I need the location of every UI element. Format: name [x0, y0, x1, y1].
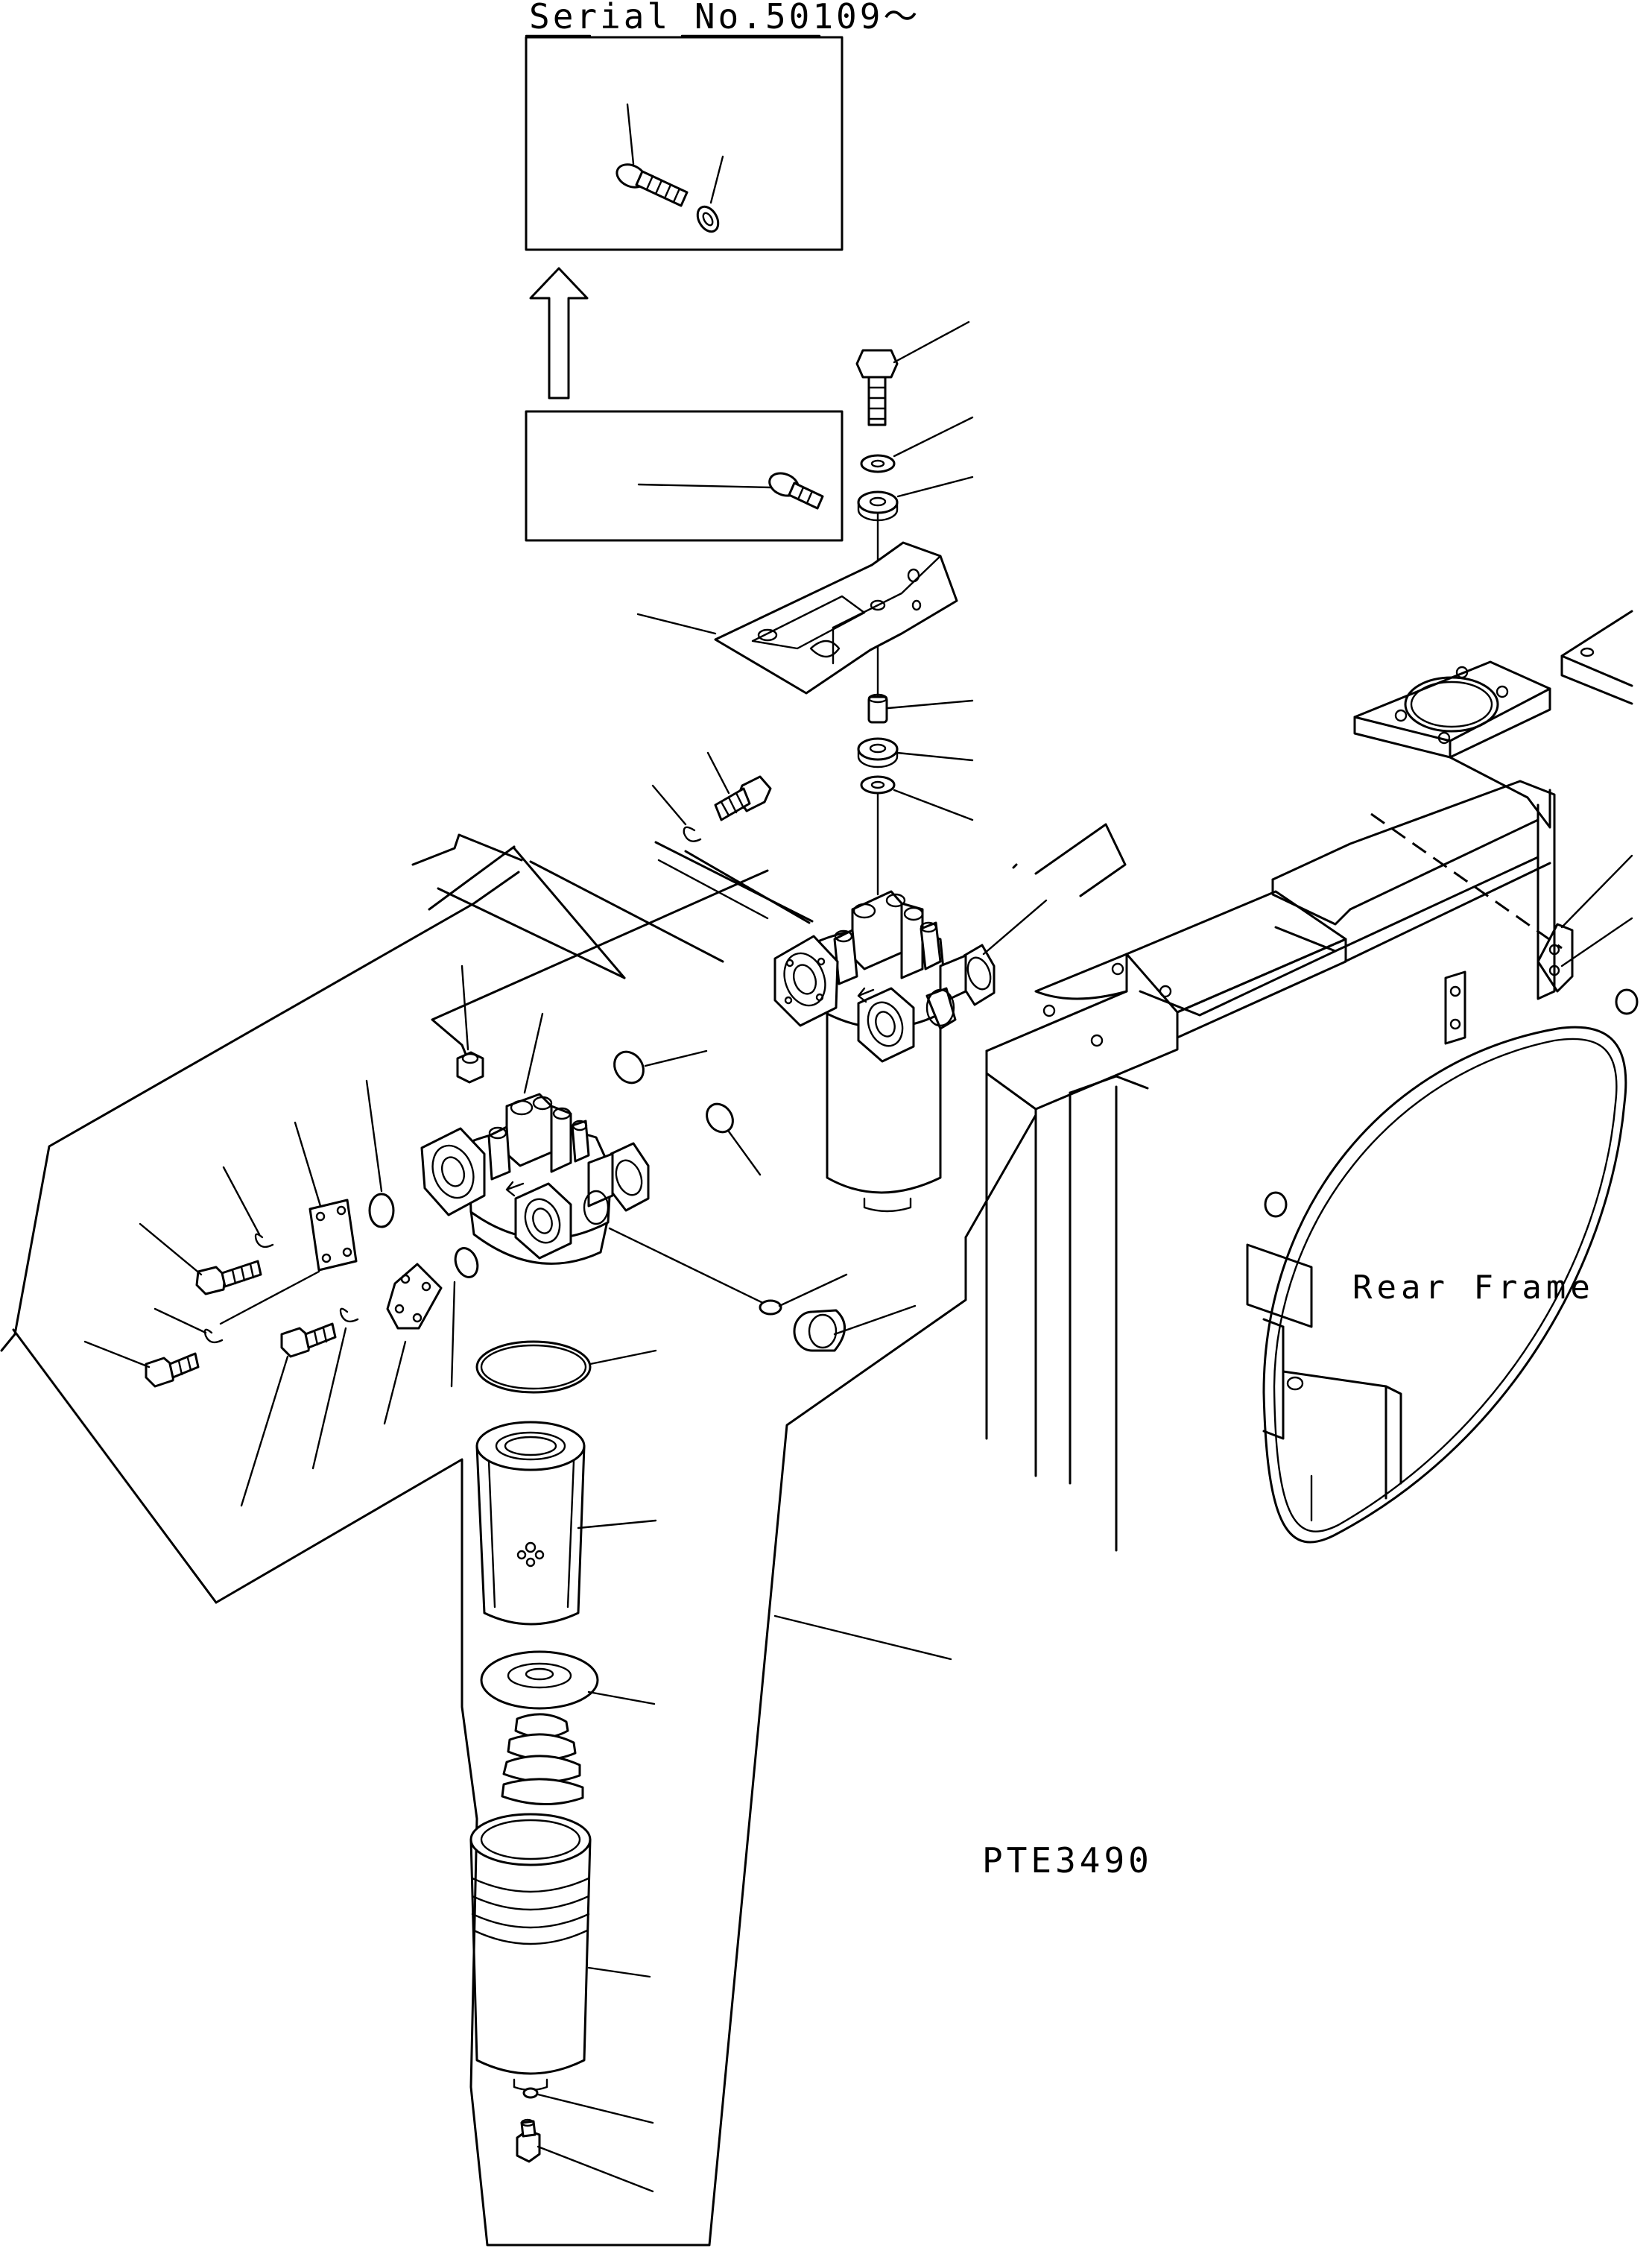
o-rings — [365, 1049, 848, 1388]
detail-washer — [696, 205, 720, 233]
large-o-ring — [475, 1340, 657, 1394]
detail-leader-bolt — [626, 103, 635, 165]
serial-detail-box — [525, 36, 844, 251]
spring — [501, 1713, 584, 1806]
filter-casing-outline — [0, 823, 1127, 2247]
filter-element — [475, 1421, 657, 1626]
detail-flange-bolt — [615, 163, 689, 207]
drain-plug-lower — [516, 2087, 654, 2193]
mounting-stack — [855, 321, 974, 896]
filter-case — [469, 1813, 651, 2091]
drain-plug-upper — [793, 1304, 917, 1352]
serial-number-label: Serial No.50109～ — [529, 0, 920, 37]
spring-seat — [480, 1650, 656, 1710]
lower-head-nut — [456, 965, 544, 1094]
detail-leader-washer — [709, 155, 724, 204]
rear-frame — [985, 610, 1639, 1552]
lower-filter-head — [420, 1093, 768, 1306]
rear-frame-label: Rear Frame — [1352, 1269, 1595, 1307]
filter-bracket — [636, 541, 958, 695]
earlier-detail-box — [525, 410, 844, 542]
drawing-code-label: PTE3490 — [982, 1840, 1153, 1881]
revision-arrow — [529, 267, 589, 400]
upper-filter-assembly — [657, 859, 1048, 1213]
upper-clip-bolt — [651, 751, 772, 842]
left-fasteners — [83, 1121, 443, 1507]
